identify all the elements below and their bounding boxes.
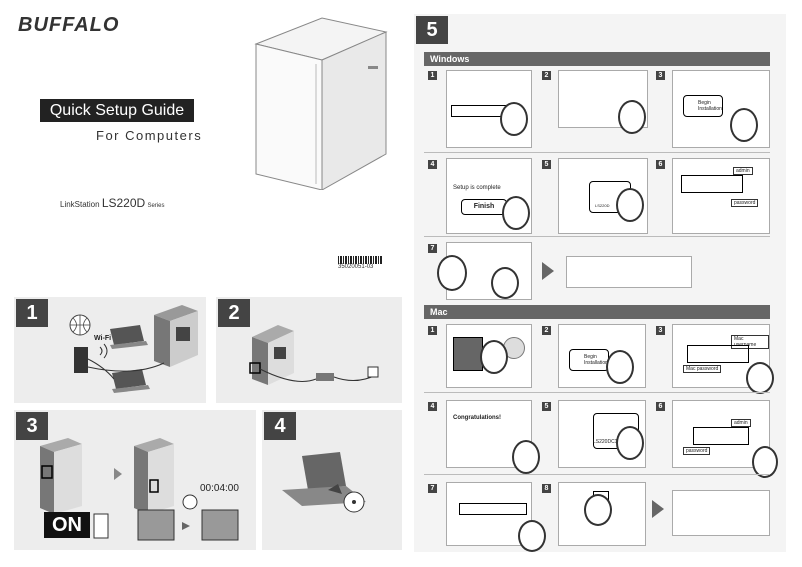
step-1-panel: 1 Wi-Fi: [14, 297, 206, 403]
mac-list-box[interactable]: [459, 503, 527, 515]
win-screen-6: admin password: [672, 158, 770, 234]
step-5-number: 5: [416, 16, 448, 44]
mac-click-2: [606, 350, 634, 384]
mac-next-arrow: [652, 500, 664, 518]
step-2-number: 2: [218, 299, 250, 327]
doc-number: 35020051-03: [338, 264, 374, 270]
step-3-number: 3: [16, 412, 48, 440]
step-4-number: 4: [264, 412, 296, 440]
power-on-label: ON: [44, 512, 90, 538]
step-2-panel: 2: [216, 297, 402, 403]
step-4-illustration: [282, 452, 366, 513]
win-login-fields[interactable]: [681, 175, 743, 193]
mac-click-3: [746, 362, 774, 394]
win-step-2: 2: [542, 71, 551, 80]
product-model: LinkStation LS220D Series: [60, 196, 164, 210]
barcode: [338, 256, 382, 264]
mac-auth-fields[interactable]: [693, 427, 749, 445]
mac-click-4: [512, 440, 540, 474]
mac-screen-8b: [672, 490, 770, 536]
mac-screen-7: [446, 482, 532, 546]
win-begin-install-button[interactable]: Begin Installation: [683, 95, 723, 117]
timer-readout: 00:04:00: [200, 483, 239, 494]
mac-admin-field[interactable]: admin: [731, 419, 751, 427]
guide-title: Quick Setup Guide: [40, 99, 194, 122]
win-divider-1: [424, 152, 770, 153]
win-click-7: [491, 267, 519, 299]
win-click-1: [500, 102, 528, 136]
win-step-6: 6: [656, 160, 665, 169]
mac-login-fields[interactable]: [687, 345, 749, 363]
mac-password-label[interactable]: Mac password: [683, 365, 722, 373]
mac-screen-2: Begin Installation: [558, 324, 646, 388]
windows-section-header: Windows: [424, 52, 770, 66]
mac-step-2: 2: [542, 326, 551, 335]
win-screen-7b: [566, 256, 692, 288]
mac-divider-2: [424, 474, 770, 475]
wifi-label: Wi-Fi: [94, 335, 112, 342]
guide-subtitle: For Computers: [96, 128, 203, 143]
step-3-illustration: [40, 438, 239, 541]
mac-step-8: 8: [542, 484, 551, 493]
mac-congrats-text: Congratulations!: [453, 415, 501, 421]
step-3-panel: 3 ON 00:04:00: [14, 410, 256, 550]
nas-device-illustration: [254, 17, 388, 190]
mac-device-label: LS220DC1C: [593, 439, 622, 445]
mac-step-6: 6: [656, 402, 665, 411]
win-next-arrow: [542, 262, 554, 280]
mac-section-header: Mac: [424, 305, 770, 319]
win-step-7: 7: [428, 244, 437, 253]
step-1-illustration: [69, 305, 198, 393]
step-2-illustration: [249, 325, 379, 385]
mac-divider-1: [424, 392, 770, 393]
win-admin-field[interactable]: admin: [733, 167, 753, 175]
win-click-4: [502, 196, 530, 230]
model-number: LS220D: [101, 196, 146, 210]
win-finish-button[interactable]: Finish: [461, 199, 507, 215]
win-click-3: [730, 108, 758, 142]
mac-click-1: [480, 340, 508, 374]
brand-logo: BUFFALO: [18, 14, 120, 36]
mac-step-3: 3: [656, 326, 665, 335]
mac-step-7: 7: [428, 484, 437, 493]
mac-click-6: [752, 446, 778, 478]
win-click-2: [618, 100, 646, 134]
win-step-1: 1: [428, 71, 437, 80]
win-password-field[interactable]: password: [731, 199, 759, 207]
step-1-number: 1: [16, 299, 48, 327]
mac-step-4: 4: [428, 402, 437, 411]
mac-click-5: [616, 426, 644, 460]
mac-click-7: [518, 520, 546, 552]
mac-step-1: 1: [428, 326, 437, 335]
win-step-5: 5: [542, 160, 551, 169]
mac-begin-install-button[interactable]: Begin Installation: [569, 349, 609, 371]
win-device-label: LS220D: [595, 203, 610, 208]
series-label: Series: [147, 203, 165, 209]
mac-click-8: [584, 494, 612, 526]
win-screen-3: Begin Installation: [672, 70, 770, 148]
mac-password-field[interactable]: password: [683, 447, 711, 455]
mac-step-5: 5: [542, 402, 551, 411]
win-step-3: 3: [656, 71, 665, 80]
mac-installer-icon[interactable]: [453, 337, 483, 371]
product-prefix: LinkStation: [60, 200, 100, 209]
win-explorer-highlight: [437, 255, 467, 291]
win-screen-7a: [437, 242, 532, 300]
step-4-panel: 4: [262, 410, 402, 550]
win-step-4: 4: [428, 160, 437, 169]
win-setup-complete-text: Setup is complete: [453, 185, 501, 191]
win-click-5: [616, 188, 644, 222]
win-divider-2: [424, 236, 770, 237]
